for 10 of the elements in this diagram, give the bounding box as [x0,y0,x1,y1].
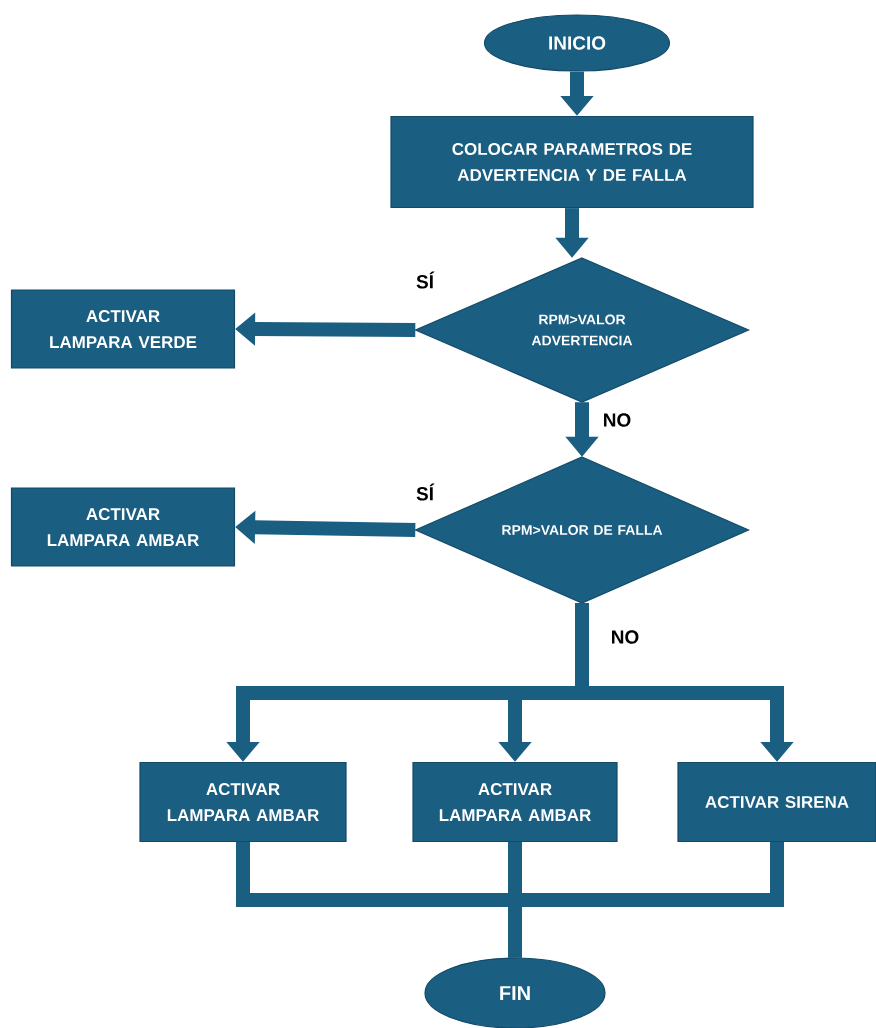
edge-label: NO [609,629,641,645]
edge-label: SÍ [415,270,435,290]
process-box: ACTIVAR LAMPARA AMBAR [10,487,236,567]
process-box: ACTIVAR SIRENA [677,761,876,843]
edge-label: SÍ [415,482,435,502]
process-box: ACTIVAR LAMPARA VERDE [10,289,236,369]
process-box: ACTIVAR LAMPARA AMBAR [412,761,618,843]
edge-label: NO [601,412,633,428]
process-box: COLOCAR PARAMETROS DE ADVERTENCIA Y DE FALLA [390,115,754,209]
process-box: ACTIVAR LAMPARA AMBAR [139,761,347,843]
